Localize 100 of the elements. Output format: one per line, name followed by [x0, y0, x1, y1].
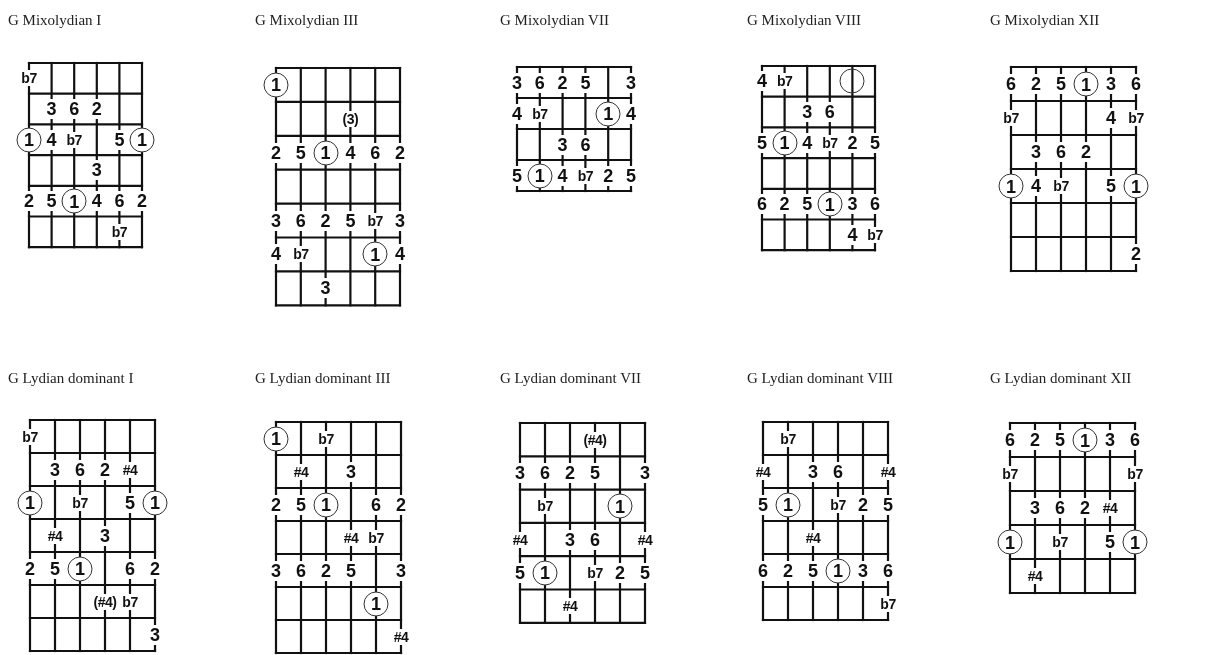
scale-degree: 2 — [270, 142, 282, 163]
scale-degree: b7 — [879, 595, 897, 612]
scale-degree: b7 — [65, 131, 83, 148]
scale-degree: b7 — [1051, 534, 1069, 550]
scale-degree: 5 — [757, 494, 769, 515]
scale-degree: 3 — [846, 194, 859, 215]
scale-degree: 4 — [1105, 108, 1117, 128]
scale-degree: 5 — [1055, 74, 1067, 94]
fretboard-label: G Lydian dominant VIII — [747, 369, 893, 388]
scale-degree: 2 — [90, 99, 103, 120]
scale-degree: 3 — [564, 529, 576, 550]
scale-degree: 6 — [869, 194, 881, 215]
scale-degree: 6 — [1129, 430, 1141, 450]
scale-degree: b7 — [531, 105, 549, 122]
scale-degree: 3 — [556, 134, 569, 155]
scale-degree: b7 — [536, 498, 554, 515]
scale-degree: 2 — [846, 132, 859, 153]
scale-degree: b7 — [110, 223, 129, 240]
scale-degree: b7 — [317, 430, 335, 447]
scale-degree: b7 — [586, 564, 604, 581]
scale-degree: #4 — [342, 529, 360, 546]
fretboard-label: G Lydian dominant VII — [500, 369, 641, 388]
scale-degree: b7 — [1002, 110, 1020, 126]
scale-degree: 6 — [1005, 74, 1017, 94]
scale-degree: b7 — [576, 167, 595, 184]
scale-degree: b7 — [775, 73, 794, 90]
scale-degree: 6 — [113, 191, 126, 212]
scale-degree: 6 — [294, 210, 307, 231]
scale-degree: 5 — [589, 462, 601, 483]
scale-degree: 2 — [394, 142, 406, 163]
root-circle: 1 — [1073, 71, 1099, 97]
scale-degree: 4 — [344, 142, 357, 163]
scale-degree: 4 — [45, 129, 58, 150]
scale-degree: b7 — [779, 430, 797, 447]
fretboard-label: G Lydian dominant III — [255, 369, 391, 388]
scale-degree: #4 — [292, 463, 310, 480]
scale-degree: b7 — [21, 428, 39, 445]
root-circle: 1 — [363, 591, 389, 616]
root-circle: 1 — [527, 163, 553, 188]
scale-degree: 2 — [1030, 74, 1042, 94]
scale-degree: b7 — [1127, 110, 1145, 126]
scale-degree: #4 — [1101, 500, 1119, 516]
root-circle: 1 — [595, 101, 621, 126]
scale-degree: 6 — [757, 560, 769, 581]
scale-degree: 5 — [344, 210, 357, 231]
scale-degree: 2 — [778, 194, 791, 215]
scale-degree: 4 — [756, 71, 768, 92]
scale-degree: 2 — [1130, 244, 1142, 264]
scale-degree: 4 — [801, 132, 814, 153]
scale-degree: 5 — [625, 165, 637, 186]
scale-degree: 6 — [124, 558, 136, 579]
scale-degree: 2 — [602, 165, 615, 186]
fretboard-label: G Lydian dominant XII — [990, 369, 1132, 388]
scale-degree: 5 — [869, 132, 881, 153]
scale-degree: b7 — [366, 212, 384, 229]
scale-degree: 3 — [511, 72, 523, 93]
root-circle: 1 — [61, 188, 87, 214]
scale-degree: 6 — [1004, 430, 1016, 450]
scale-degree: 3 — [270, 560, 282, 581]
scale-degree: 3 — [639, 462, 651, 483]
scale-degree: 3 — [1029, 498, 1041, 518]
scale-degree: 4 — [90, 191, 103, 212]
root-circle: 1 — [313, 492, 339, 517]
scale-degree: 3 — [1104, 430, 1116, 450]
scale-degree: 5 — [45, 191, 58, 212]
scale-degree: b7 — [121, 593, 139, 610]
scale-degree: 3 — [1030, 142, 1042, 162]
scale-degree: 3 — [801, 102, 814, 123]
fretboard-label: G Mixolydian VII — [500, 11, 609, 30]
scale-degree: 5 — [295, 494, 307, 515]
scale-degree: 6 — [74, 459, 86, 480]
scale-degree: 2 — [319, 210, 332, 231]
scale-degree: 5 — [49, 558, 61, 579]
scale-degree: 2 — [1080, 142, 1092, 162]
scale-degree: 3 — [394, 210, 406, 231]
scale-degree: 5 — [113, 129, 126, 150]
scale-degree: 2 — [782, 560, 794, 581]
root-circle: 1 — [1072, 427, 1098, 453]
scale-degree: b7 — [71, 494, 89, 511]
scale-degree: b7 — [367, 529, 385, 546]
scale-degree: 2 — [564, 462, 576, 483]
scale-degree: 2 — [23, 191, 35, 212]
scale-degree: b7 — [292, 246, 310, 263]
scale-degree: 2 — [614, 562, 626, 583]
scale-degree: 5 — [345, 560, 357, 581]
scale-degree: 4 — [1030, 176, 1042, 196]
scale-degree: b7 — [1001, 466, 1019, 482]
root-circle: 1 — [17, 490, 43, 515]
scale-degree: 6 — [579, 134, 592, 155]
root-circle: 1 — [998, 173, 1024, 199]
scale-degree: 3 — [857, 560, 869, 581]
fretboard-label: G Mixolydian XII — [990, 11, 1100, 30]
scale-degree: 5 — [639, 562, 651, 583]
scale-degree: #4 — [46, 527, 64, 544]
root-circle: 1 — [817, 191, 843, 217]
scale-degree: b7 — [20, 70, 38, 87]
scale-degree: 2 — [857, 494, 869, 515]
scale-degree: (#4) — [92, 593, 118, 610]
scale-degree: 5 — [294, 142, 307, 163]
scale-degree: b7 — [1126, 466, 1144, 482]
